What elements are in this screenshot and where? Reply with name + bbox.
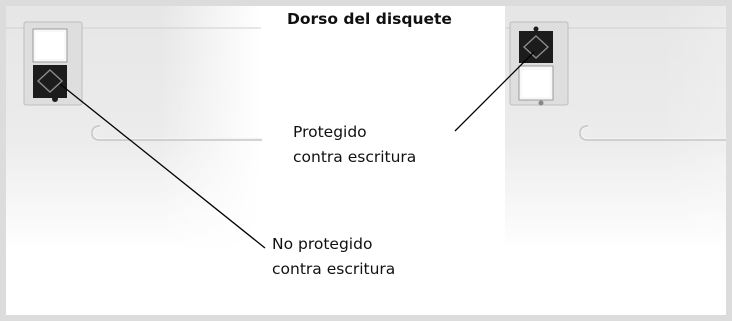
callout-protected-line2: contra escritura <box>293 148 417 166</box>
callout-protected-line1: Protegido <box>293 123 367 141</box>
callout-unprotected: No protegido contra escritura <box>272 232 395 282</box>
callout-protected: Protegido contra escritura <box>293 120 416 170</box>
right-floppy-disk <box>505 6 726 252</box>
diagram-title: Dorso del disquete <box>287 10 452 28</box>
leader-line-unprotected <box>59 83 266 249</box>
callout-unprotected-line2: contra escritura <box>272 260 396 278</box>
callout-unprotected-line1: No protegido <box>272 235 373 253</box>
leader-line-protected <box>454 51 535 132</box>
